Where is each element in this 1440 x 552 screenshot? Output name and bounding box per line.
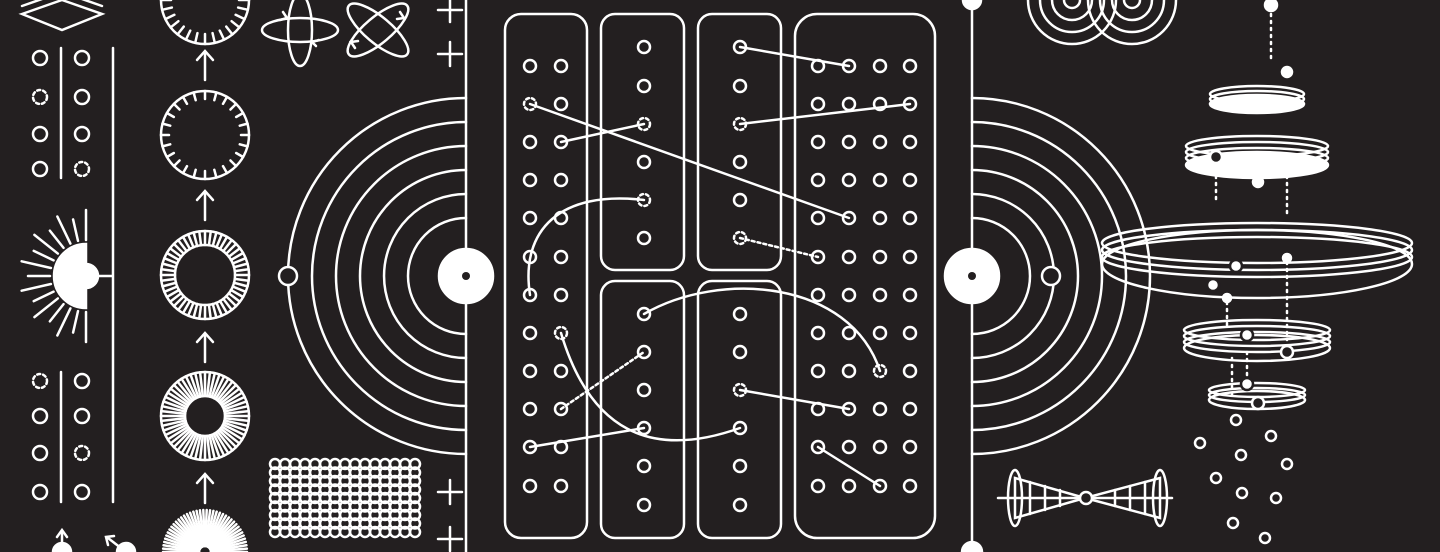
arrow-up-icon	[195, 331, 215, 364]
dot-grid-panel-middle-bottom	[696, 279, 783, 540]
sunburst-icon	[161, 508, 249, 552]
arrow-up-icon	[195, 189, 215, 222]
connector-lines	[527, 45, 912, 488]
stacked-disc-icon	[1100, 0, 1414, 411]
record-disc-icon	[943, 0, 1062, 552]
half-sun-icon	[20, 208, 114, 344]
semicircle-rings-right	[970, 96, 1152, 456]
panel-dots	[522, 39, 918, 513]
axis-glyph	[51, 527, 137, 552]
circle-lattice	[268, 457, 422, 539]
tick-ring-icon	[159, 0, 251, 46]
spoke-ring-icon	[159, 229, 251, 321]
dot-pair-icon	[31, 46, 91, 180]
scattered-dots	[1193, 413, 1294, 545]
diamond-icon	[18, 0, 106, 32]
arrow-up-icon	[195, 49, 215, 82]
plus-icon	[436, 0, 464, 552]
orbit-icon	[346, 2, 410, 58]
dot-grid-panel-left-top	[599, 12, 686, 272]
arrow-up-icon	[195, 472, 215, 505]
spoke-ring-icon	[159, 370, 251, 462]
bowtie-icon	[996, 468, 1174, 528]
tick-ring-icon	[159, 89, 251, 181]
semicircle-rings-left	[286, 96, 468, 456]
orbit-icon	[260, 0, 340, 68]
record-disc-icon	[277, 247, 495, 305]
dot-columns-panel	[503, 12, 589, 540]
dot-pair-icon	[31, 370, 91, 504]
dot-grid-panel-middle-top	[696, 12, 783, 272]
concentric-circles-icon	[1026, 0, 1178, 46]
dot-grid-panel-right	[793, 12, 937, 540]
